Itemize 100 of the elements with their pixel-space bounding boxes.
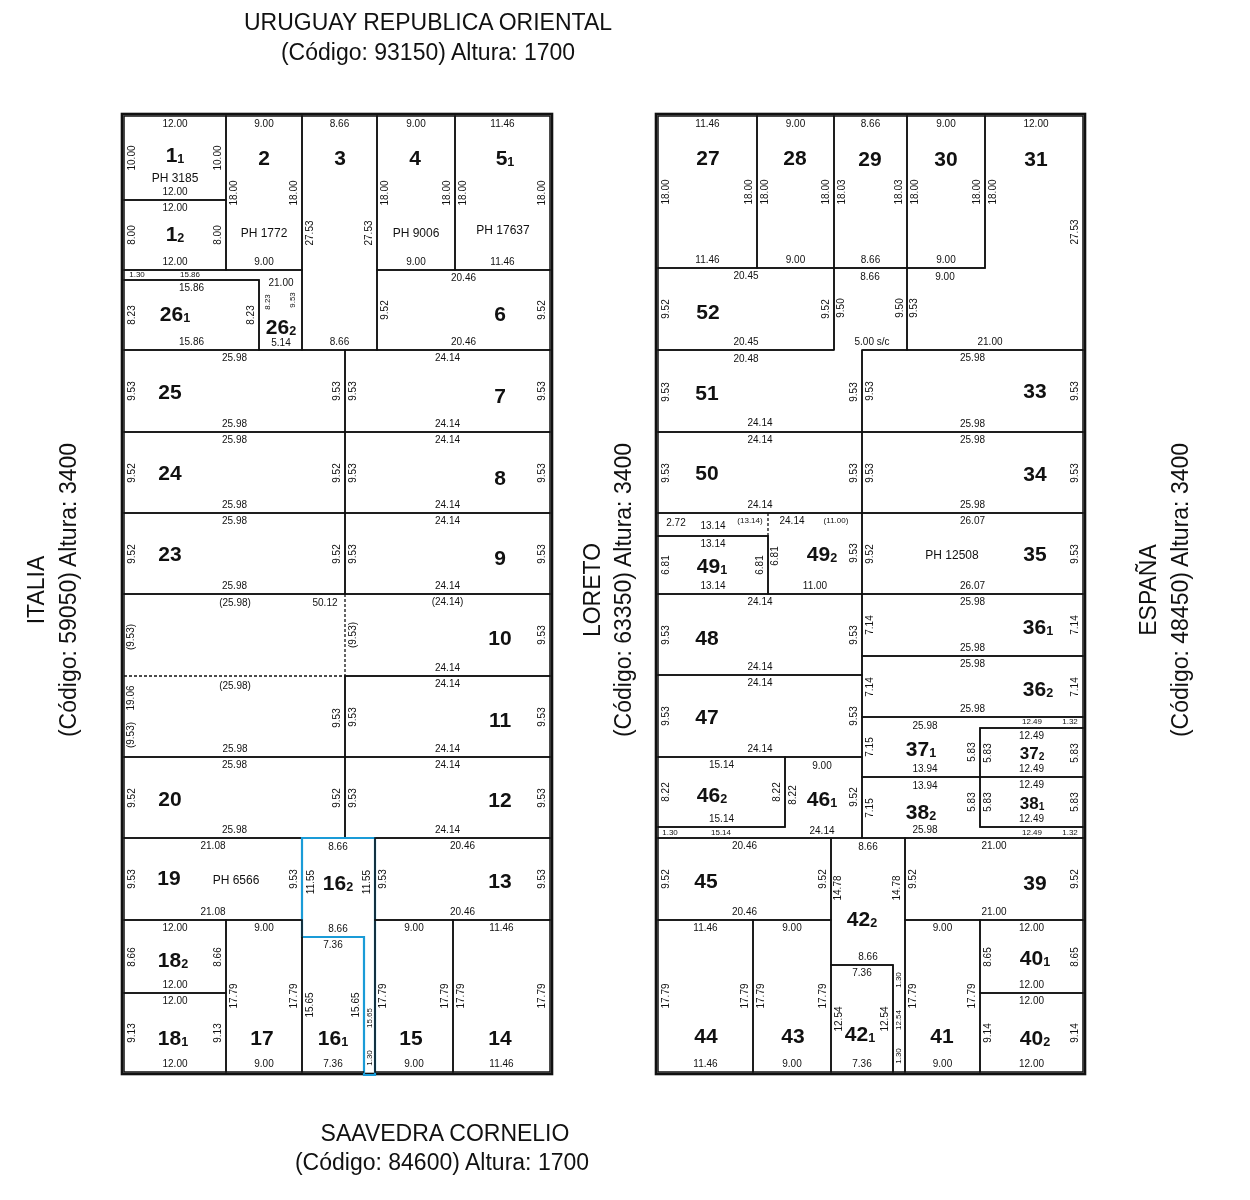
dimension-label: 24.14 [435,825,460,835]
dimension-label: 7.14 [1070,615,1080,635]
dimension-label: 12.54 [895,1010,903,1030]
dimension-label: 25.98 [222,760,247,770]
parcel [124,594,345,757]
dimension-label: 2.72 [666,518,686,528]
lot-number: 20 [158,787,182,809]
dimension-label: 11.46 [490,257,515,267]
dimension-label: 24.14 [435,581,460,591]
dimension-label: 15.65 [305,992,315,1017]
dimension-label: 10.00 [213,145,223,171]
dimension-label: (25.98) [219,681,251,691]
dimension-label: 9.53 [661,706,671,726]
dimension-label: 25.98 [912,721,938,731]
dimension-label: 20.45 [733,271,759,281]
dimension-label: 7.14 [1070,676,1080,697]
dimension-label: 9.53 [537,625,547,645]
dimension-label: 24.14 [747,678,773,688]
parcel [345,350,550,432]
dimension-label: 25.98 [222,500,247,510]
dimension-label: 12.54 [880,1006,890,1031]
lot-number: 14 [488,1026,512,1048]
dimension-label: 18.00 [760,179,770,205]
dimension-label: 13.14 [700,521,726,531]
dimension-label: 17.79 [229,983,239,1009]
lot-number: 48 [695,626,719,648]
parcel [753,920,831,1072]
dimension-label: 24.14 [435,679,460,689]
dimension-label: 9.53 [849,624,859,645]
dimension-label: 24.14 [435,500,460,510]
dimension-label: 9.53 [127,381,137,401]
dimension-label: 9.00 [406,119,426,129]
parcel [658,594,862,675]
lot-number: 27 [696,146,720,168]
dimension-label: 20.46 [450,907,475,917]
dimension-label: 20.45 [733,337,759,347]
dimension-label: 15.65 [351,992,361,1017]
dimension-label: 20.46 [451,337,476,347]
dimension-label: 24.14 [435,516,460,526]
lot-number: 23 [158,542,182,564]
dimension-label: 9.53 [661,382,671,402]
parcel [124,116,226,200]
dimension-label: 14.78 [892,875,902,901]
dimension-label: 27.53 [1070,219,1080,245]
dimension-label: 9.14 [983,1022,993,1043]
dimension-label: 24.14 [435,760,460,770]
dimension-label: 18.00 [988,179,998,205]
lot-number: 11 [488,708,512,730]
dimension-label: 9.00 [936,119,956,129]
dimension-label: 8.23 [246,305,256,325]
dimension-label: 25.98 [222,419,247,429]
dimension-label: 20.48 [733,354,759,364]
dimension-label: 24.14 [747,662,773,672]
parcel [658,268,834,350]
lot-number: 2 [258,146,270,168]
dimension-label: 24.14 [747,418,773,428]
dimension-label: 9.00 [935,272,955,282]
dimension-label: 9.53 [348,462,358,483]
dimension-label: 27.53 [305,220,315,246]
parcel [345,513,550,594]
parcel [658,757,785,827]
parcel [375,838,550,920]
lot-number: 45 [694,869,718,891]
dimension-label: 8.66 [213,946,223,967]
dimension-label: 9.53 [849,706,859,726]
dimension-label: 9.00 [932,923,953,933]
city-block [656,114,1085,1074]
dimension-label: 17.79 [661,983,671,1009]
dimension-label: 8.22 [661,782,671,802]
dimension-label: 12.00 [162,257,188,267]
dimension-label: 9.53 [537,869,547,889]
dimension-label: 11.46 [693,1059,718,1069]
dimension-label: 11.46 [695,255,720,265]
dimension-label: 9.00 [404,923,424,933]
parcel [124,432,345,513]
lot-number: 46$_{2}$ [696,783,728,805]
lot-number: 47 [695,705,719,727]
dimension-label: 25.98 [960,597,985,607]
dimension-label: 9.00 [782,1059,802,1069]
lot-number: 51 [695,381,719,403]
dimension-label: 9.00 [254,923,274,933]
dimension-label: 21.00 [981,907,1007,917]
dimension-label: 8.22 [772,782,782,802]
dimension-label: 18.00 [744,179,754,205]
parcel [124,200,226,270]
lot-number: 35 [1023,542,1047,564]
lot-number: 13 [488,869,512,891]
lot-number: 38$_{2}$ [905,800,937,822]
dimension-label: 9.53 [289,869,299,889]
dimension-label: 18.00 [821,179,831,205]
dimension-label: 9.52 [865,543,875,564]
dimension-label: (13.14) [737,517,763,525]
dimension-label: 26.07 [960,516,985,526]
dimension-label: 9.00 [785,255,806,265]
dimension-label: 6.81 [770,546,780,566]
dimension-label: 9.53 [127,869,137,889]
dimension-label: 9.00 [782,923,802,933]
dimension-label: 25.98 [960,419,985,429]
dimension-label: 20.46 [732,907,757,917]
dimension-label: 24.14 [779,516,805,526]
